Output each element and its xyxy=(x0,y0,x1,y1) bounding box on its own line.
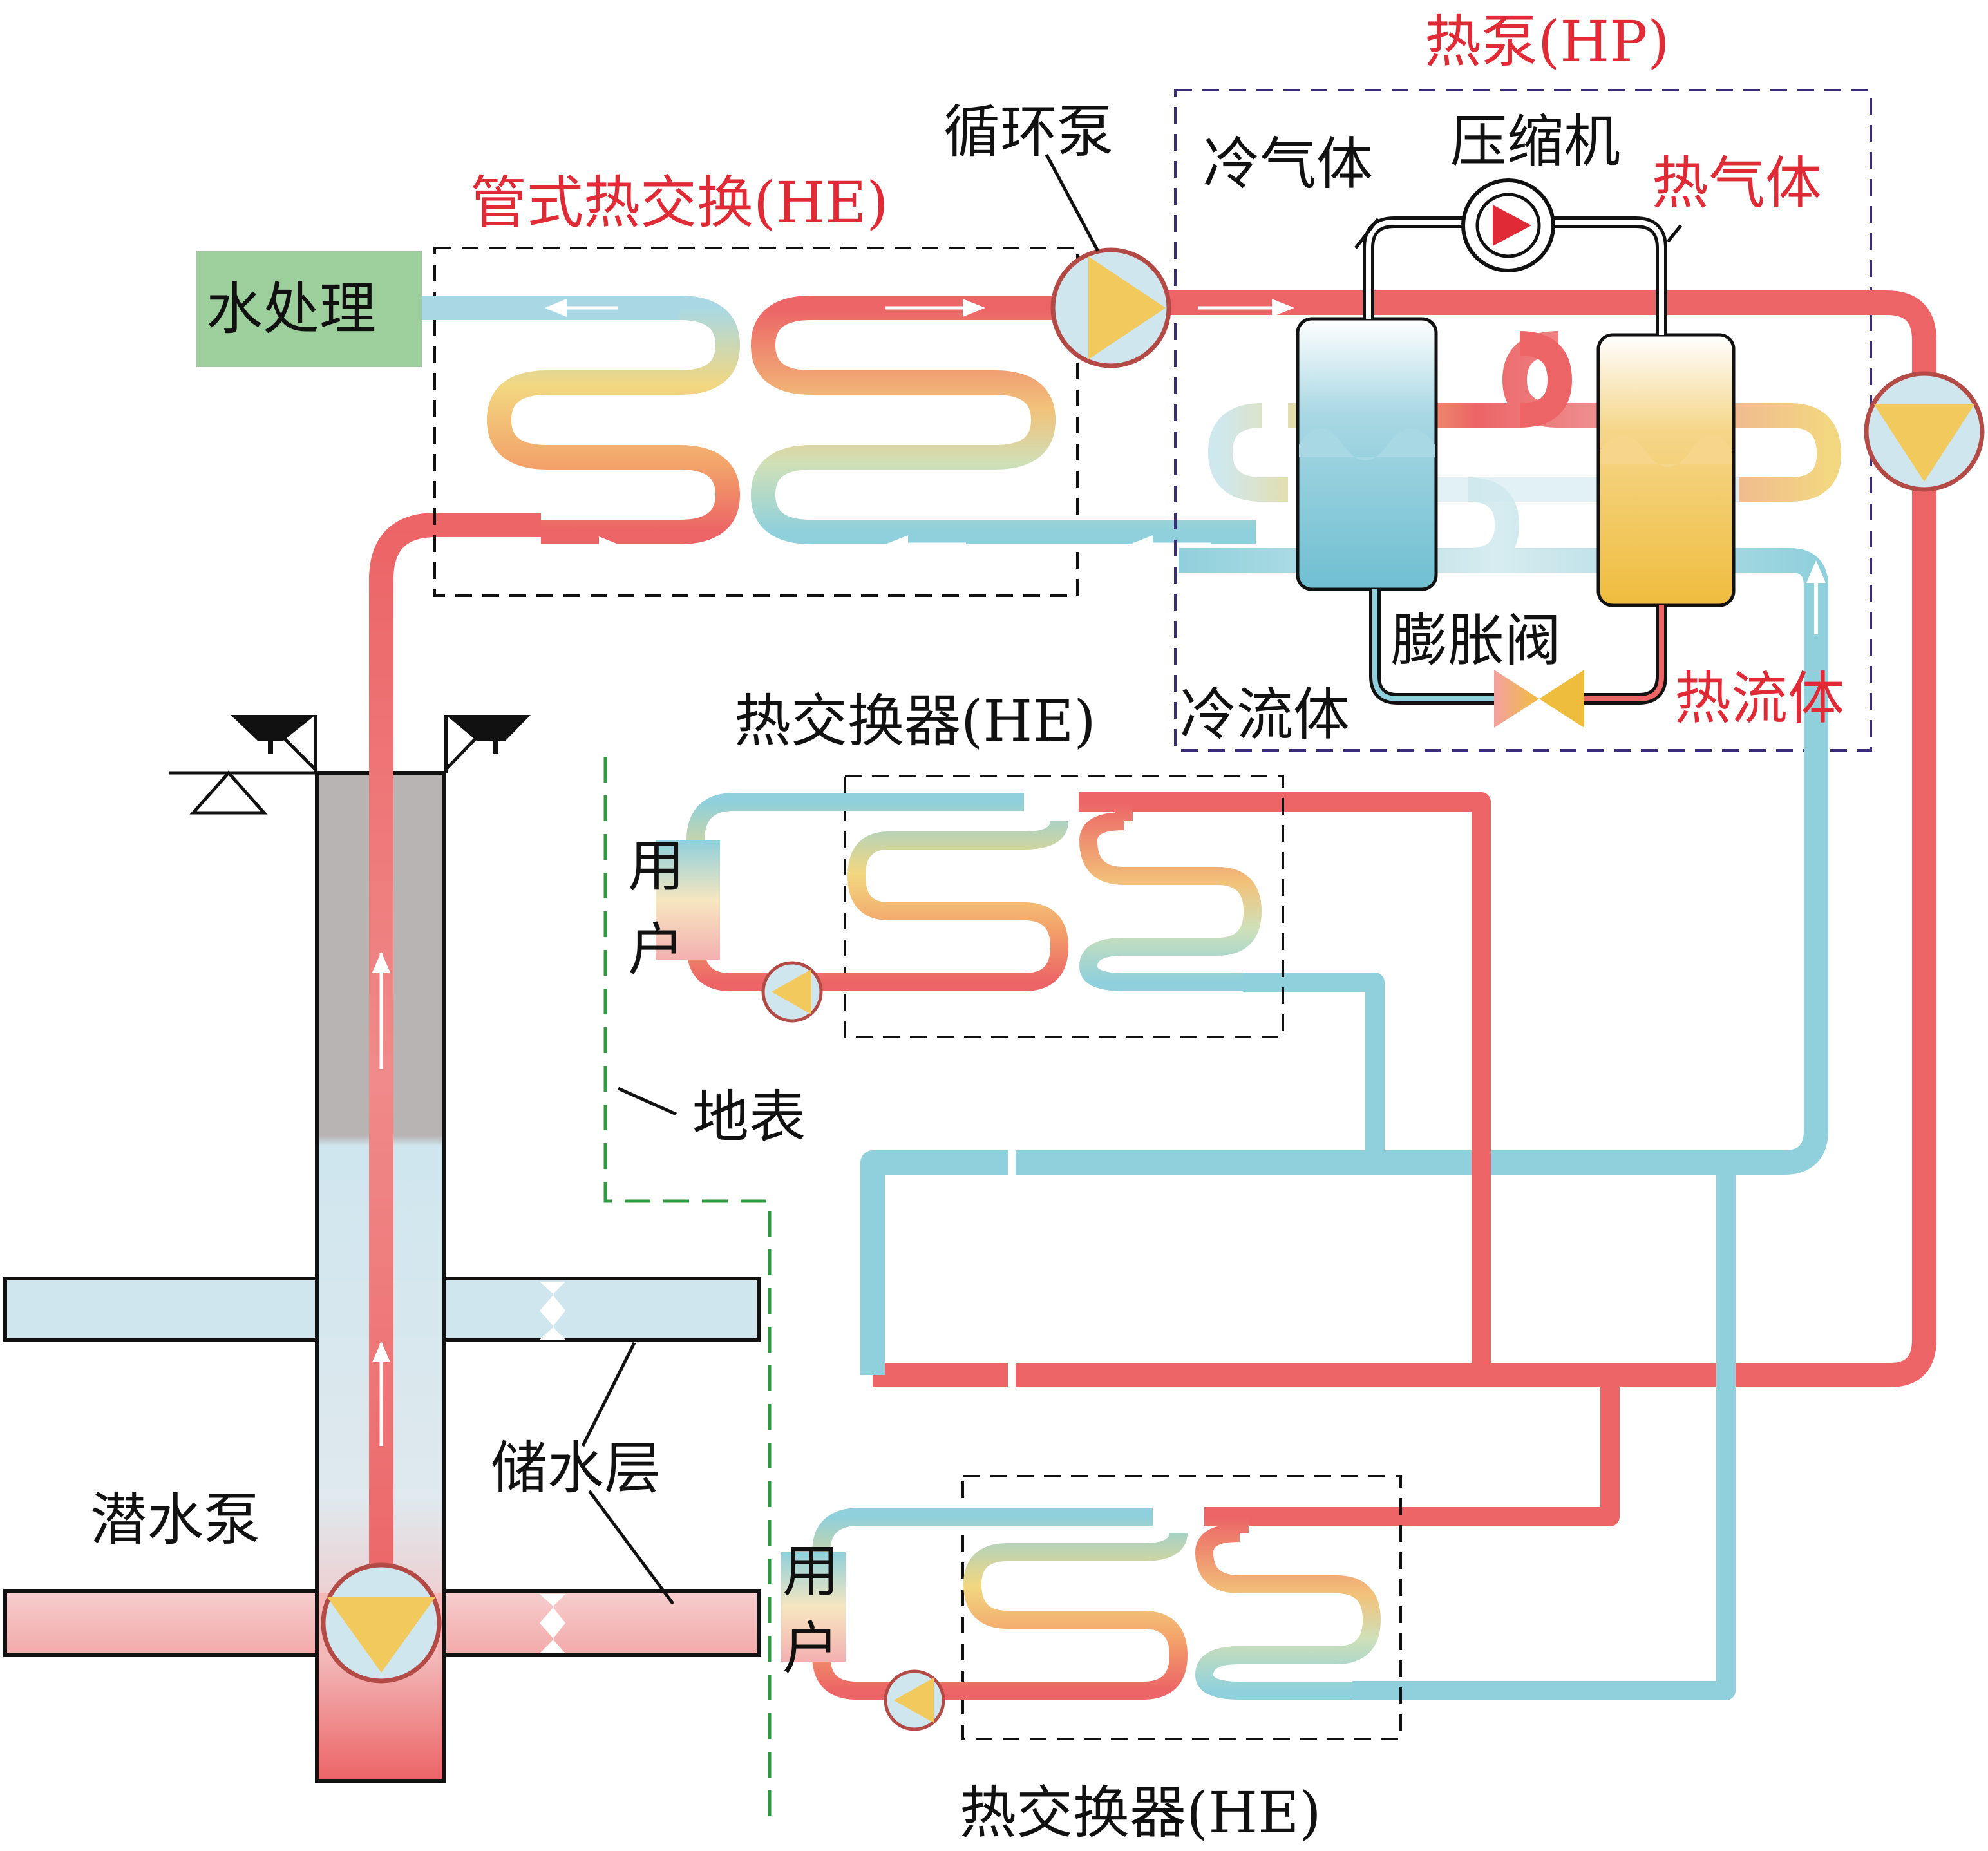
user-bottom-coil-right xyxy=(1195,1508,1381,1700)
he-left-coil xyxy=(487,296,740,544)
user-bottom-coil-left xyxy=(812,1508,1188,1700)
ground-surface-line xyxy=(603,757,772,1819)
well-riser-pipe xyxy=(369,513,541,1623)
user-top-pump xyxy=(761,961,823,1023)
he-right-coil xyxy=(751,296,1256,544)
user-top-coil-left xyxy=(686,793,1068,991)
label-heat-exchanger-top: 热交换器(HE) xyxy=(734,688,1096,754)
label-hot-fluid: 热流体 xyxy=(1674,665,1844,732)
user-heat-exchanger-top-box xyxy=(844,775,1284,1038)
tube-heat-exchanger-box xyxy=(433,247,1079,597)
label-ground-surface: 地表 xyxy=(692,1084,806,1150)
label-water-treatment: 水处理 xyxy=(206,276,376,342)
heat-pump-box xyxy=(1174,89,1872,752)
submersible-pump xyxy=(321,1562,442,1684)
ground-level-triangle xyxy=(189,770,268,815)
label-hot-gas: 热气体 xyxy=(1652,150,1822,216)
label-cold-fluid: 冷流体 xyxy=(1180,681,1350,748)
label-user-top-2: 户 xyxy=(628,916,685,983)
expansion-valve xyxy=(1494,670,1584,728)
label-aquifer: 储水层 xyxy=(491,1435,661,1501)
label-user-bottom-1: 用 xyxy=(782,1538,839,1604)
compressor xyxy=(1461,178,1555,272)
label-heat-exchanger-bottom: 热交换器(HE) xyxy=(960,1780,1321,1846)
water-treatment-box xyxy=(196,251,422,367)
label-circulation-pump: 循环泵 xyxy=(943,99,1113,165)
label-compressor: 压缩机 xyxy=(1450,108,1620,175)
hp-outlet-pump xyxy=(1864,371,1985,492)
label-expansion-valve: 膨胀阀 xyxy=(1391,607,1561,674)
user-bottom-pump xyxy=(884,1669,945,1731)
label-submersible-pump: 潜水泵 xyxy=(90,1486,260,1553)
user-top-coil-right xyxy=(1079,793,1262,991)
circulation-pump xyxy=(1050,247,1171,368)
label-tube-heat-exchanger: 管式热交换(HE) xyxy=(470,169,889,236)
label-user-bottom-2: 户 xyxy=(782,1615,839,1682)
user-heat-exchanger-bottom-box xyxy=(961,1475,1402,1740)
label-cold-gas: 冷气体 xyxy=(1203,131,1373,197)
label-heat-pump: 热泵(HP) xyxy=(1425,8,1670,75)
label-user-top-1: 用 xyxy=(628,833,685,899)
condenser-tank xyxy=(1596,333,1736,607)
